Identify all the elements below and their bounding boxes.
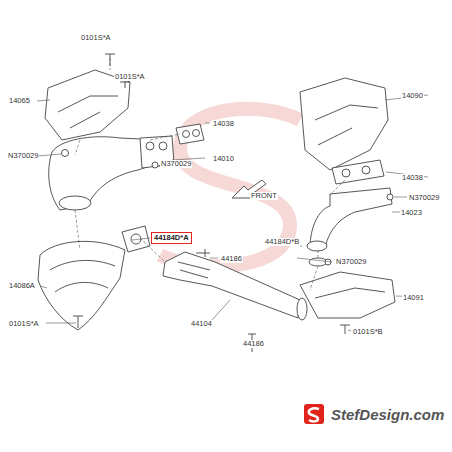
catalyst-rib <box>178 262 210 278</box>
part-number: 14010 <box>212 155 235 163</box>
logo-icon <box>304 404 324 424</box>
part-number: N370029 <box>408 194 440 202</box>
part-number: 14091 <box>402 294 425 302</box>
part-number: 44186 <box>220 255 243 263</box>
part-number: 44104 <box>190 320 213 328</box>
gasket <box>309 258 327 266</box>
bolt <box>73 316 83 328</box>
dashed-guide <box>75 58 345 290</box>
gasket-hole <box>362 166 370 174</box>
pipe-flange <box>297 298 307 320</box>
part-number: 14090 <box>401 92 424 100</box>
part-number: 14038 <box>401 174 424 182</box>
heat-shield <box>45 70 130 140</box>
callout-box: 44184D*A <box>151 232 192 244</box>
watermark-logo: StefDesign.com <box>330 407 445 422</box>
port <box>146 142 154 150</box>
gasket <box>122 226 150 252</box>
bolt <box>340 325 350 334</box>
leader-line <box>37 95 428 340</box>
outlet-flange <box>307 241 327 251</box>
shield-rib <box>315 288 385 298</box>
part-number: 14065 <box>8 97 31 105</box>
front-pipe <box>163 252 300 318</box>
gasket-hole <box>193 130 200 137</box>
shield-rib <box>315 105 378 145</box>
part-number: 44186 <box>242 340 265 348</box>
part-number: 0101S*A <box>8 320 40 328</box>
shield-rib <box>58 96 118 128</box>
outlet-flange <box>59 196 91 210</box>
exhaust-manifold <box>49 137 168 210</box>
part-number: 14023 <box>400 209 423 217</box>
gasket <box>332 160 384 184</box>
part-number: 0101S*A <box>114 73 146 81</box>
heat-shield <box>300 78 388 170</box>
part-number: 14086A <box>8 282 36 290</box>
gasket-hole <box>342 169 350 177</box>
part-number: 44184D*A <box>154 234 189 242</box>
logo-s <box>309 408 319 421</box>
part-number: 0101S*B <box>352 328 384 336</box>
part-number: 44184D*B <box>264 238 300 246</box>
gasket <box>176 124 204 144</box>
part-number: FRONT <box>250 192 278 200</box>
nut <box>152 162 158 168</box>
part-number: N370029 <box>7 152 39 160</box>
nut <box>62 150 69 157</box>
gasket-hole <box>183 131 190 138</box>
port <box>159 142 167 150</box>
nut <box>387 194 393 200</box>
heat-shield <box>300 272 395 318</box>
part-number: N370029 <box>160 160 192 168</box>
exhaust-manifold <box>310 188 392 248</box>
part-number: 14038 <box>212 120 235 128</box>
part-number: 0101S*A <box>80 34 112 42</box>
heat-shield <box>38 241 125 330</box>
bolt <box>196 249 210 257</box>
shield-rib <box>50 260 115 292</box>
part-number: N370029 <box>335 258 367 266</box>
